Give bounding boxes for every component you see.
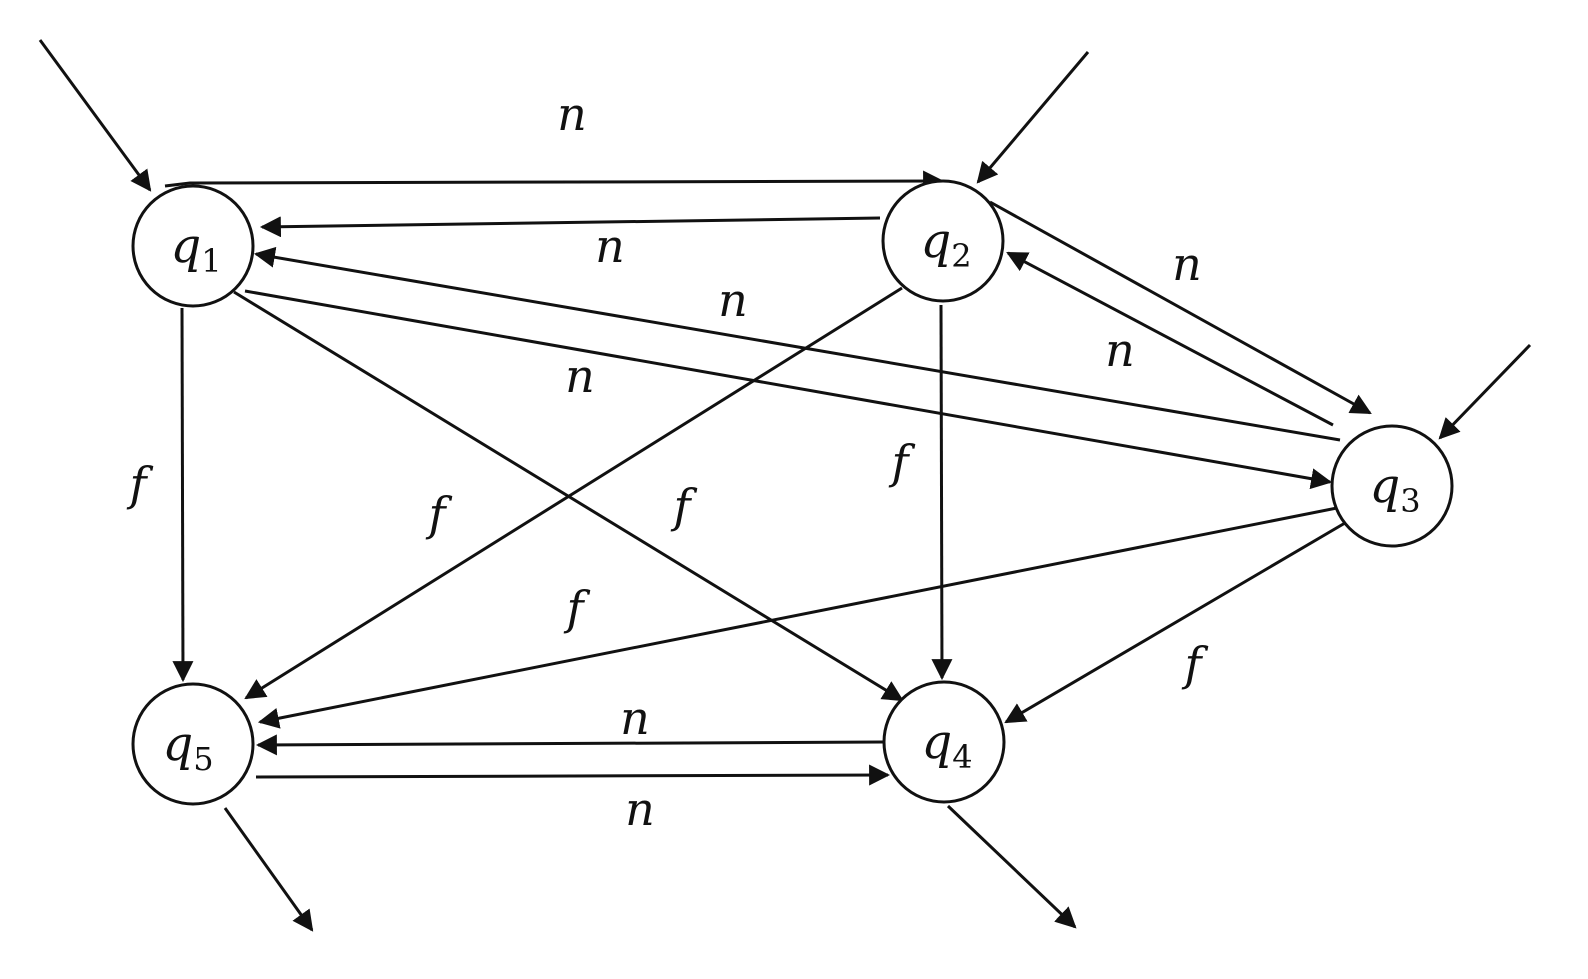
state-circle-q4 [882,680,1006,804]
edge-label-q1-q4: f [670,479,697,533]
edge-label-q4-q5: n [620,691,650,745]
final-arrow-q5 [223,807,314,932]
edge-q3-q1 [253,246,1341,442]
state-circle-q3 [1330,424,1454,548]
state-q5: q5 [131,682,255,806]
edge-label-q3-q2: n [1105,323,1135,377]
edge-label-q3-q5: f [563,581,590,635]
edge-q2-q3 [989,200,1372,415]
edge-q3-q5 [257,503,1353,729]
edge-label-q5-q4: n [625,782,655,836]
edge-label-q3-q4: f [1181,637,1208,691]
edge-q5-q4 [255,764,891,786]
state-circle-q1 [131,184,255,308]
edge-q3-q2 [1006,251,1334,427]
edge-label-q2-q4: f [888,435,915,489]
state-circle-q2 [881,179,1005,303]
edge-q1-q2 [164,170,945,192]
edge-q2-q4 [931,304,953,681]
state-q4: q4 [882,680,1006,804]
state-label-q1: q1 [170,218,221,280]
edge-label-q1-q5: f [126,457,153,511]
edge-label-q1-q3: n [565,349,595,403]
initial-arrow-q2 [976,51,1090,184]
state-circle-q5 [131,682,255,806]
edge-q1-q5 [172,307,194,683]
edge-label-q3-q1: n [718,273,748,327]
state-q2: q2 [881,179,1005,303]
final-arrow-q4 [946,804,1077,929]
state-label-q3: q3 [1369,458,1420,520]
state-label-q4: q4 [921,714,972,776]
state-label-q2: q2 [920,213,971,275]
edge-label-q1-q2: n [557,87,587,141]
edge-q1-q3 [244,289,1333,490]
state-q3: q3 [1330,424,1454,548]
state-q1: q1 [131,184,255,308]
edge-q4-q5 [255,734,884,756]
edge-q3-q4 [1004,521,1346,724]
edge-label-q2-q5: f [425,487,452,541]
edge-q2-q1 [259,216,881,238]
state-label-q5: q5 [162,716,213,778]
edge-q2-q5 [244,286,903,700]
initial-arrow-q1 [38,39,152,192]
edge-label-q2-q3: n [1172,237,1202,291]
edge-label-q2-q1: n [595,219,625,273]
initial-arrow-q3 [1438,343,1532,440]
